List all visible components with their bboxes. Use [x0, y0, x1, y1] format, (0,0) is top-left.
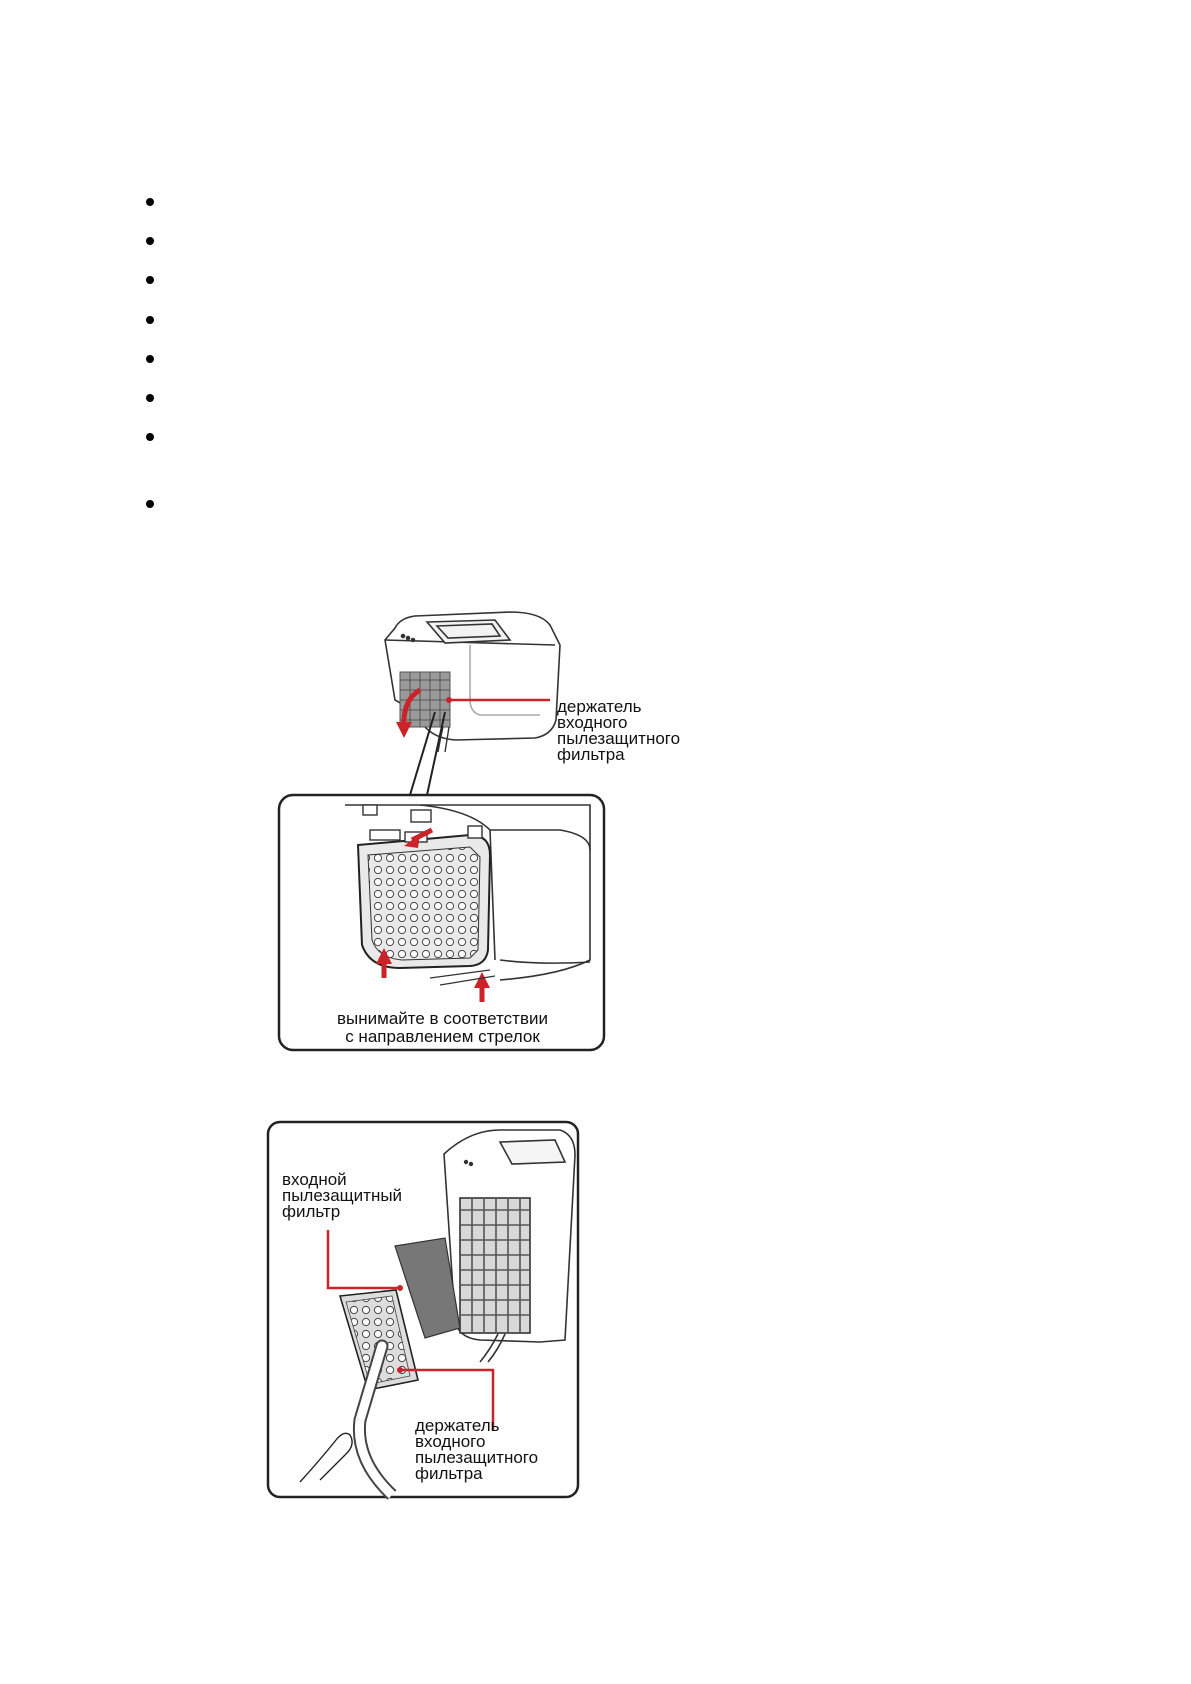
figure-remove-holder: держатель входного пылезащитного фильтра…	[277, 611, 681, 1052]
figure2-holder-label: держатель входного пылезащитного фильтра	[415, 1416, 539, 1483]
bullet-list	[0, 0, 1191, 560]
list-bullet	[146, 355, 154, 363]
filter-callout-line	[326, 1230, 400, 1290]
list-bullet	[146, 276, 154, 284]
inset-device	[345, 804, 591, 981]
callout-line: входной	[282, 1170, 347, 1189]
callout-line: пылезащитный	[282, 1186, 403, 1205]
figure2-filter-label: входной пылезащитный фильтр	[282, 1170, 403, 1221]
list-bullet	[146, 237, 154, 245]
callout-line: пылезащитного	[415, 1448, 539, 1467]
hand-icon	[299, 1432, 353, 1483]
figure1-holder-label: держатель входного пылезащитного фильтра	[557, 697, 681, 764]
figure1-caption: вынимайте в соответствии с направлением …	[290, 1010, 595, 1046]
list-bullet	[146, 198, 154, 206]
list-bullet	[146, 500, 154, 508]
list-bullet	[146, 433, 154, 441]
caption-line: вынимайте в соответствии	[337, 1009, 548, 1028]
figure2-device	[443, 1129, 576, 1363]
figure-remove-holder-illustration	[277, 611, 606, 1052]
figure-clean-filter-illustration	[266, 1120, 580, 1500]
inset-filter-holder	[356, 833, 492, 970]
filter-holder-vacuum	[338, 1289, 419, 1391]
callout-line: входного	[415, 1432, 486, 1451]
figure-clean-filter: входной пылезащитный фильтр держатель вх…	[0, 1100, 1191, 1520]
callout-line: держатель	[415, 1416, 500, 1435]
callout-line: держатель	[557, 697, 642, 716]
callout-line: фильтра	[415, 1464, 483, 1483]
caption-line: с направлением стрелок	[345, 1027, 540, 1046]
list-bullet	[146, 316, 154, 324]
callout-line: фильтра	[557, 745, 625, 764]
list-bullet	[146, 394, 154, 402]
callout-line: входного	[557, 713, 628, 732]
callout-line: фильтр	[282, 1202, 341, 1221]
callout-line: пылезащитного	[557, 729, 681, 748]
holder-callout-line-2	[400, 1368, 495, 1430]
dust-filter-sheet	[394, 1237, 461, 1339]
